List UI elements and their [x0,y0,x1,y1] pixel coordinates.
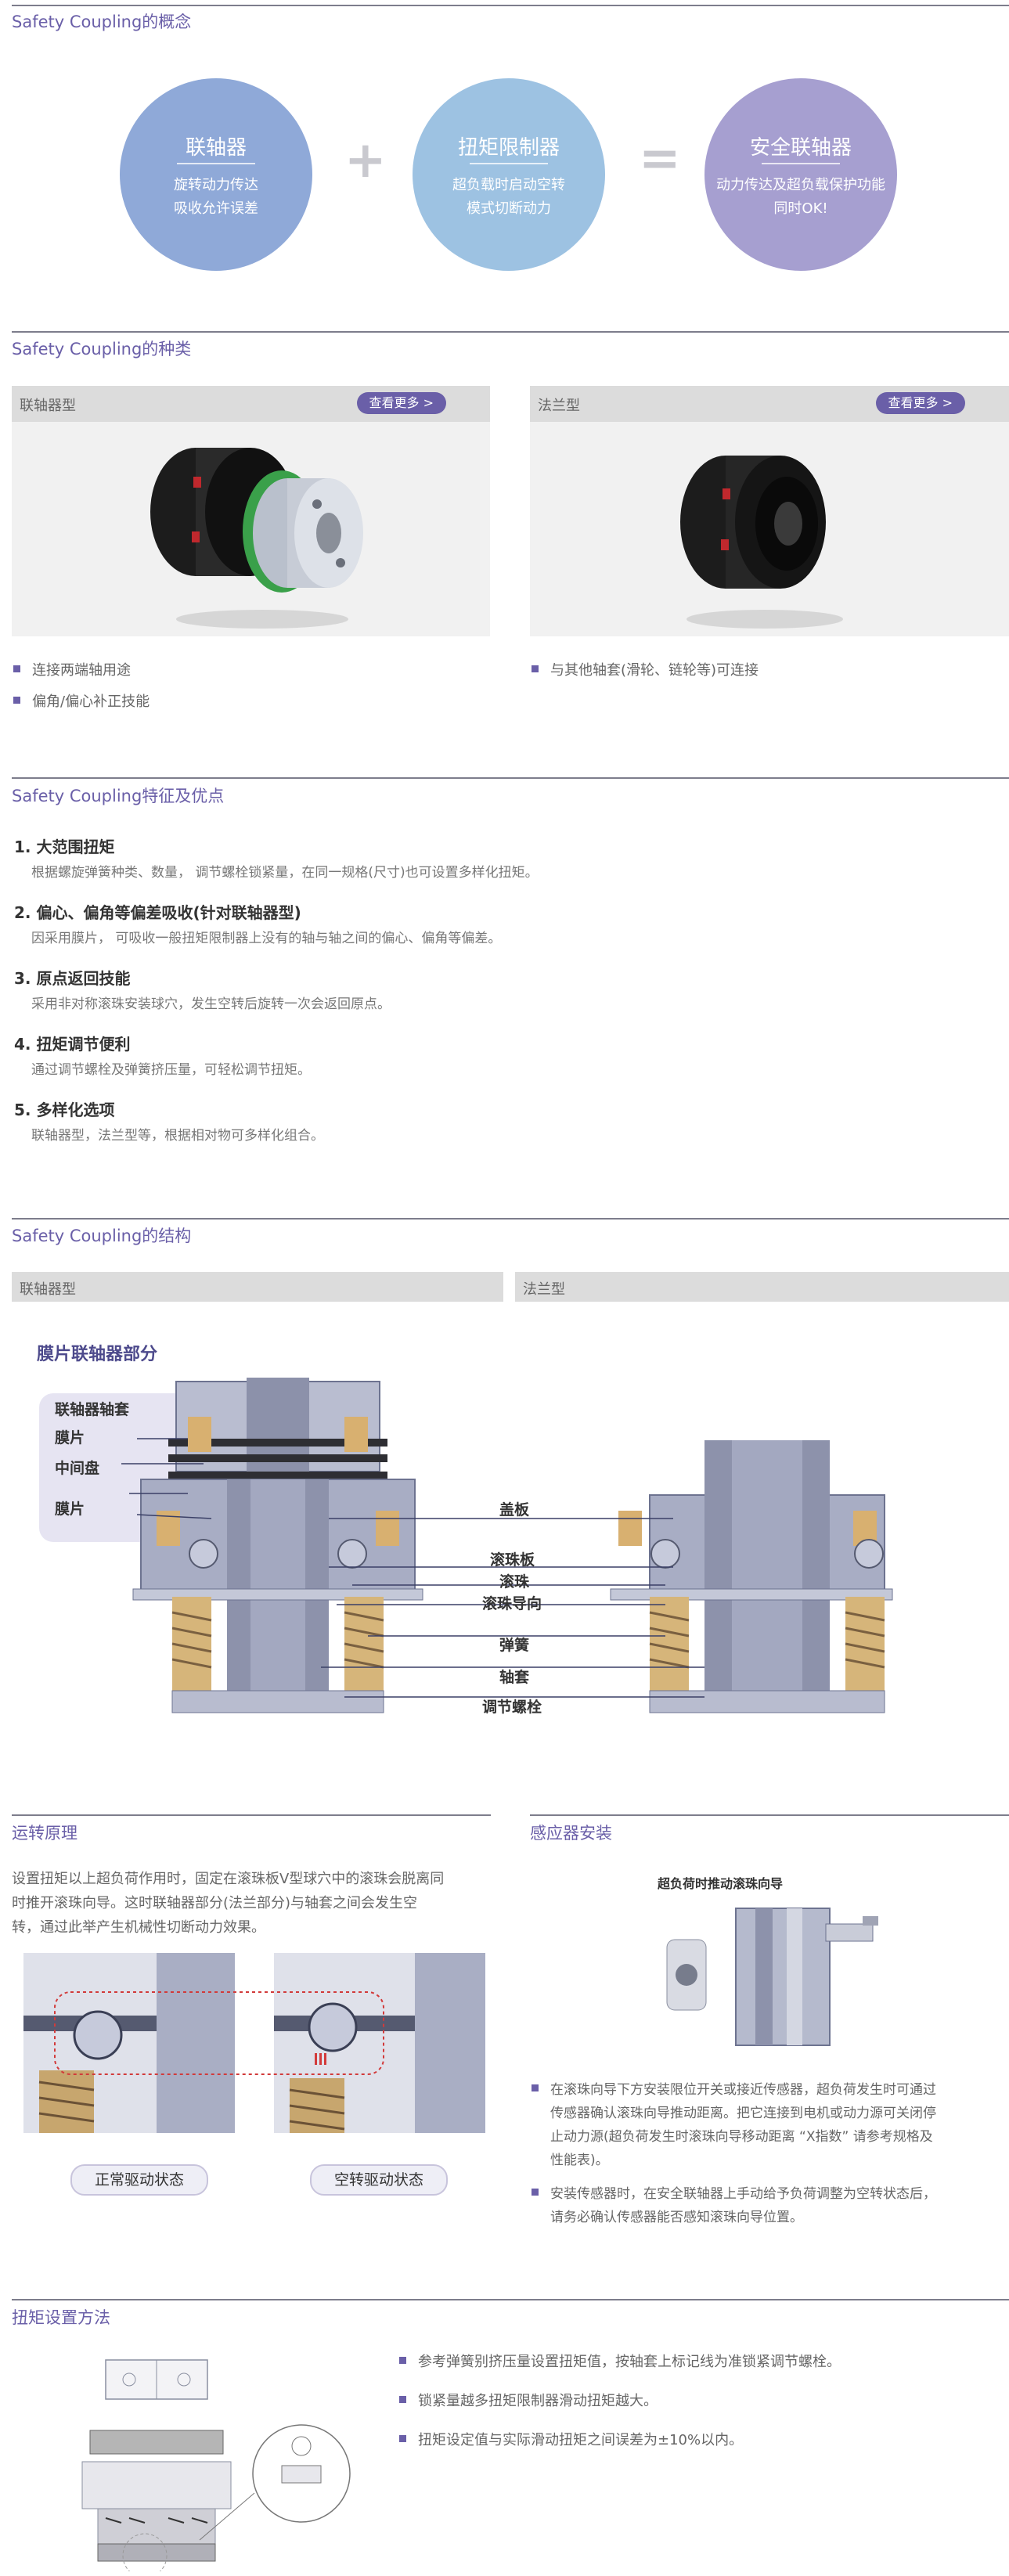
idle-state-label: 空转驱动状态 [310,2164,448,2196]
part-label-ball: 滚珠 [499,1573,530,1591]
section-divider [12,1814,491,1816]
flange-feature-bullet: 与其他轴套(滑轮、链轮等)可连接 [530,659,759,679]
part-label-coupling-sleeve: 联轴器轴套 [55,1401,130,1418]
feature-item-desc: 联轴器型，法兰型等，根据相对物可多样化组合。 [31,1128,324,1144]
section-divider [12,1218,1009,1220]
coupling-more-button[interactable]: 查看更多 > [356,392,446,414]
feature-item-desc: 因采用膜片， 可吸收一般扭矩限制器上没有的轴与轴之间的偏心、偏角等偏差。 [31,931,502,946]
sensor-instruction-bullet: 在滚珠向导下方安装限位开关或接近传感器，超负荷发生时可通过 传感器确认滚珠向导推… [530,2078,936,2172]
section-divider [12,331,1009,333]
principle-text: 设置扭矩以上超负荷作用时，固定在滚珠板V型球穴中的滚珠会脱离同 时推开滚珠向导。… [12,1867,444,1940]
part-label-adjust-bolt: 调节螺栓 [482,1699,542,1716]
feature-item-desc: 采用非对称滚珠安装球穴，发生空转后旋转一次会返回原点。 [31,996,391,1012]
circle-title: 扭矩限制器 [457,136,560,160]
principle-text-line: 转，通过此举产生机械性切断动力效果。 [12,1919,265,1936]
diaphragm-section-title: 膜片联轴器部分 [37,1345,158,1364]
circle-line: 超负载时启动空转 [452,177,565,193]
structure-diagram [39,1378,893,1713]
structure-title: Safety Coupling的结构 [12,1227,192,1245]
coupling-feature-bullet: 偏角/偏心补正技能 [12,690,150,711]
feature-item-desc: 根据螺旋弹簧种类、数量， 调节螺栓锁紧量，在同一规格(尺寸)也可设置多样化扭矩。 [31,865,539,881]
structure-coupling-label: 联轴器型 [20,1281,76,1298]
coupling-circle: 联轴器 旋转动力传达 吸收允许误差 [120,78,312,271]
structure-flange-label: 法兰型 [523,1281,565,1298]
principle-text-line: 设置扭矩以上超负荷作用时，固定在滚珠板V型球穴中的滚珠会脱离同 [12,1871,445,1887]
part-label-ball-guide: 滚珠导向 [482,1595,542,1612]
coupling-type-photo [12,422,490,636]
equals-sign: = [639,130,681,188]
types-title: Safety Coupling的种类 [12,340,192,358]
flange-type-photo [530,422,1009,636]
feature-item-title: 3. 原点返回技能 [14,969,131,988]
coupling-type-header: 联轴器型 查看更多 > [12,386,490,422]
feature-item-title: 1. 大范围扭矩 [14,838,115,856]
coupling-type-label: 联轴器型 [20,398,76,414]
torque-title: 扭矩设置方法 [12,2308,110,2327]
plus-sign: + [344,132,387,189]
torque-instruction-bullet: 参考弹簧别挤压量设置扭矩值，按轴套上标记线为准锁紧调节螺栓。 [398,2351,841,2371]
feature-item-title: 5. 多样化选项 [14,1101,115,1119]
sensor-text-line: 止动力源(超负荷发生时滚珠向导移动距离 “X指数” 请参考规格及 [550,2129,933,2145]
principle-diagram [23,1953,485,2133]
feature-item-title: 2. 偏心、偏角等偏差吸收(针对联轴器型) [14,903,301,922]
sensor-caption: 超负荷时推动滚珠向导 [658,1876,784,1891]
coupling-product-image [150,448,363,629]
torque-instruction-bullet: 锁紧量越多扭矩限制器滑动扭矩越大。 [398,2390,658,2410]
section-divider [12,5,1009,6]
circle-line: 动力传达及超负载保护功能 [716,177,885,193]
flange-type-label: 法兰型 [538,398,580,414]
flange-more-button[interactable]: 查看更多 > [875,392,965,414]
safety-coupling-circle: 安全联轴器 动力传达及超负载保护功能 同时OK! [704,78,897,271]
circle-title: 安全联轴器 [749,136,852,160]
part-label-hub: 轴套 [499,1669,530,1686]
sensor-title: 感应器安装 [530,1824,612,1843]
sensor-text-line: 传感器确认滚珠向导推动距离。把它连接到电机或动力源可关闭停 [550,2106,936,2121]
part-label-diaphragm: 膜片 [55,1501,85,1518]
circle-line: 同时OK! [773,200,828,217]
sensor-instruction-bullet: 安装传感器时，在安全联轴器上手动给予负荷调整为空转状态后， 请务必确认传感器能否… [530,2182,936,2229]
sensor-text-line: 性能表)。 [550,2153,609,2168]
part-label-middle-disc: 中间盘 [55,1460,100,1477]
circle-underline [762,163,840,164]
principle-text-line: 时推开滚珠向导。这时联轴器部分(法兰部分)与轴套之间会发生空 [12,1895,418,1911]
features-title: Safety Coupling特征及优点 [12,787,225,805]
structure-flange-header: 法兰型 [515,1272,1009,1302]
concept-title: Safety Coupling的概念 [12,13,192,31]
principle-title: 运转原理 [12,1824,77,1843]
section-divider [12,777,1009,779]
torque-limiter-circle: 扭矩限制器 超负载时启动空转 模式切断动力 [413,78,605,271]
flange-type-header: 法兰型 查看更多 > [530,386,1009,422]
part-label-ball-plate: 滚珠板 [490,1551,535,1569]
flange-product-image [680,456,843,629]
normal-state-label: 正常驱动状态 [70,2164,208,2196]
section-divider [12,2299,1009,2300]
structure-coupling-header: 联轴器型 [12,1272,503,1302]
circle-title: 联轴器 [185,136,247,160]
part-label-cover-plate: 盖板 [499,1501,530,1519]
torque-setting-diagram [81,2359,351,2571]
part-label-spring: 弹簧 [499,1637,530,1654]
sensor-diagram [666,1908,878,2046]
feature-item-title: 4. 扭矩调节便利 [14,1035,131,1054]
circle-line: 模式切断动力 [467,200,551,217]
feature-item-desc: 通过调节螺栓及弹簧挤压量，可轻松调节扭矩。 [31,1062,311,1078]
sensor-text-line: 请务必确认传感器能否感知滚珠向导位置。 [550,2210,803,2225]
part-label-diaphragm: 膜片 [55,1429,85,1447]
sensor-text-line: 在滚珠向导下方安装限位开关或接近传感器，超负荷发生时可通过 [550,2082,936,2098]
circle-line: 吸收允许误差 [174,200,258,217]
circle-underline [177,163,255,164]
torque-instruction-bullet: 扭矩设定值与实际滑动扭矩之间误差为±10%以内。 [398,2429,743,2449]
circle-line: 旋转动力传达 [174,177,258,193]
coupling-feature-bullet: 连接两端轴用途 [12,659,131,679]
sensor-text-line: 安装传感器时，在安全联轴器上手动给予负荷调整为空转状态后， [550,2186,936,2202]
circle-underline [470,163,548,164]
section-divider [530,1814,1009,1816]
